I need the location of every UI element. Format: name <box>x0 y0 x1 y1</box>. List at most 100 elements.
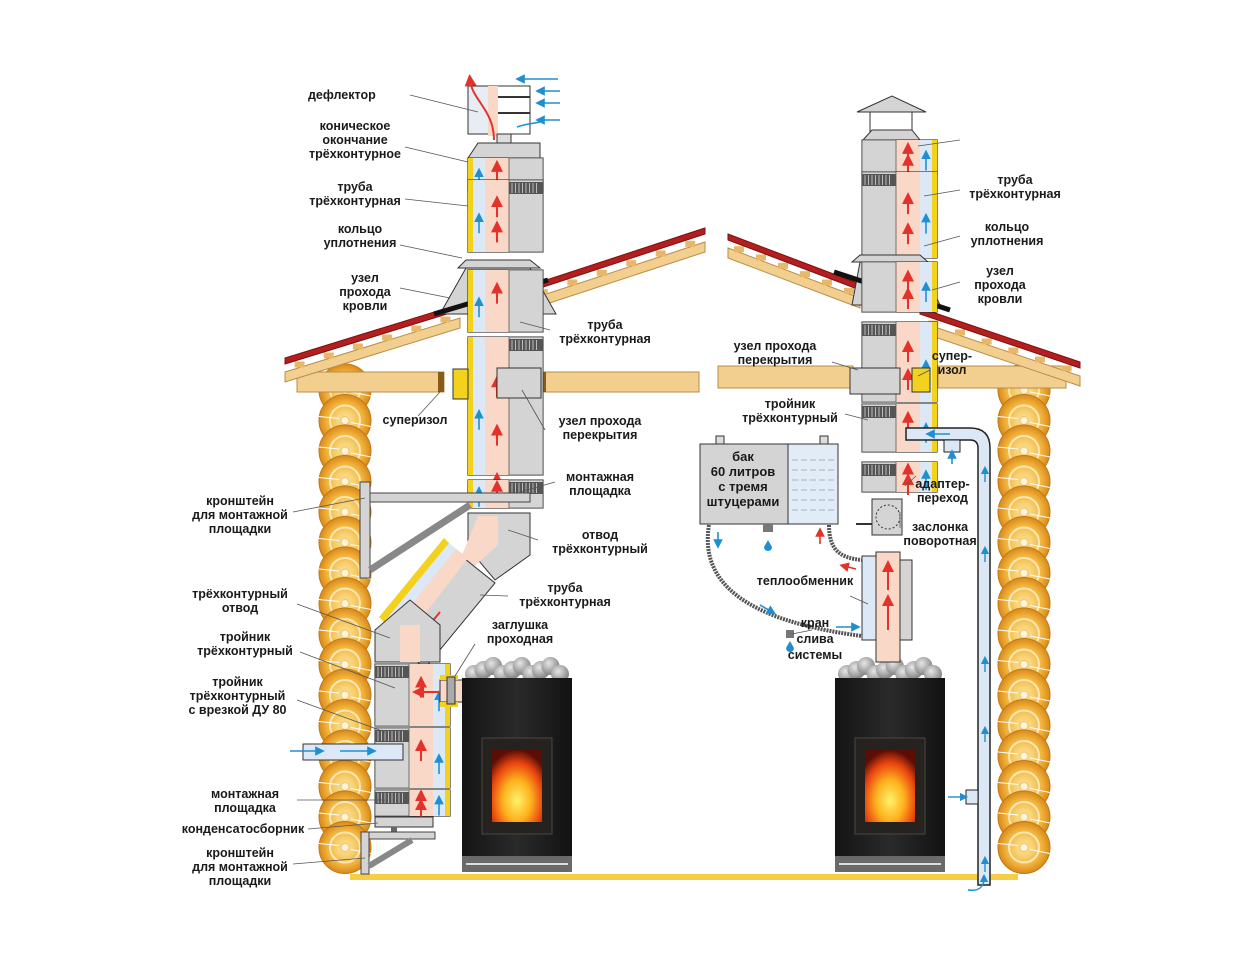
log-crack <box>997 660 1019 663</box>
pipe-top-left <box>467 179 544 253</box>
log-core <box>340 416 350 425</box>
label-heat-exchanger: теплообменник <box>756 574 854 588</box>
superizol-right <box>911 367 931 393</box>
roof-left-upper-board <box>527 241 706 311</box>
pipe-mid-left <box>467 336 544 494</box>
log-crack <box>350 391 372 397</box>
log-crack <box>1029 422 1051 427</box>
leader-line <box>479 594 509 597</box>
log-crack <box>318 629 340 633</box>
log-crack <box>318 690 340 694</box>
log-core <box>340 782 350 791</box>
roof-left-upper-batten <box>567 279 578 286</box>
return-hose <box>705 524 863 638</box>
seal-ring-left <box>456 259 542 269</box>
label-tee-right: тройник трёхконтурный <box>742 397 838 425</box>
ceiling-beam <box>296 371 445 393</box>
leader-line <box>307 822 379 830</box>
diag-insulation <box>379 538 449 622</box>
log-crack <box>1029 605 1051 610</box>
leader-line <box>409 94 479 113</box>
deflector-louvres <box>496 85 531 135</box>
log-crack <box>1029 849 1051 854</box>
log-crack <box>350 666 372 671</box>
roof-right-lower-batten <box>955 329 965 336</box>
log-core <box>340 507 350 517</box>
leader-line <box>404 146 469 163</box>
log-crack <box>1029 513 1051 519</box>
leader-line <box>292 857 366 865</box>
log-crack <box>350 818 372 824</box>
insulation-layer <box>932 140 937 174</box>
roof-left-lower-batten <box>294 361 305 368</box>
leader-line <box>404 198 469 207</box>
heat-exchanger-steel <box>899 559 913 641</box>
log-crack <box>350 696 372 702</box>
log-core <box>340 477 350 486</box>
label-mount-platform-top: монтажная площадка <box>566 470 634 498</box>
insulation-layer <box>932 462 937 492</box>
roof-left-upper-batten <box>655 250 666 257</box>
log-crack <box>318 599 340 602</box>
roof-left-lower-batten <box>352 343 363 350</box>
log-crack <box>1029 788 1051 793</box>
log-core <box>1019 446 1029 456</box>
leader-line <box>849 595 869 605</box>
steel-shell <box>508 336 544 476</box>
roof-right-upper-batten <box>844 287 854 294</box>
adapter-right <box>861 461 938 495</box>
roof-left-upper-batten <box>685 240 696 247</box>
stove-right <box>835 657 945 872</box>
exhaust-arrow <box>464 74 495 141</box>
log-right <box>997 821 1051 874</box>
log-core <box>1019 690 1029 700</box>
label-condensate: конденсатосборник <box>181 822 305 836</box>
steel-shell <box>861 171 897 259</box>
leader-line <box>931 281 961 291</box>
deflector-smoke <box>488 86 498 136</box>
log-core <box>340 538 350 547</box>
beam-end <box>438 372 444 392</box>
log-core <box>340 599 350 608</box>
leader-line <box>521 389 546 431</box>
log-crack <box>1029 544 1051 549</box>
air-channel <box>473 270 485 332</box>
condensate-tap <box>391 827 397 833</box>
log-crack <box>318 721 340 724</box>
log-crack <box>318 843 340 846</box>
label-pipe-top-left: труба трёхконтурная <box>309 180 401 208</box>
log-crack <box>997 568 1019 572</box>
label-superizol-left: суперизол <box>382 413 448 427</box>
log-crack <box>997 751 1019 755</box>
label-adapter: адаптер- переход <box>915 477 970 505</box>
label-drain-valve: кран слива системы <box>787 616 843 662</box>
log-crack <box>997 782 1019 785</box>
steel-shell <box>861 261 897 313</box>
log-core <box>1019 660 1029 669</box>
air-channel <box>473 337 485 475</box>
duct-inlet-bottom <box>965 789 979 805</box>
log-core <box>1019 782 1029 791</box>
insulation-layer <box>445 790 450 816</box>
label-pipe-top-right: труба трёхконтурная <box>969 173 1061 201</box>
leader-line <box>519 321 551 331</box>
log-core <box>1019 507 1029 517</box>
log-core <box>340 721 350 730</box>
bracket-arm <box>369 492 531 503</box>
condensate-collector <box>374 816 434 828</box>
log-core <box>1019 477 1029 486</box>
cap-legs <box>869 111 913 133</box>
log-crack <box>997 416 1019 419</box>
roof-right-upper-batten <box>734 246 744 253</box>
hose-hot-arrow <box>839 562 857 572</box>
label-tee-du80: тройник трёхконтурный с врезкой ДУ 80 <box>188 675 287 717</box>
log-crack <box>997 446 1019 450</box>
log-core <box>1019 721 1029 730</box>
log-core <box>340 812 350 822</box>
leader-line <box>399 244 463 259</box>
log-crack <box>997 538 1019 541</box>
cap-cone <box>861 129 922 141</box>
insulation-layer <box>468 180 473 252</box>
